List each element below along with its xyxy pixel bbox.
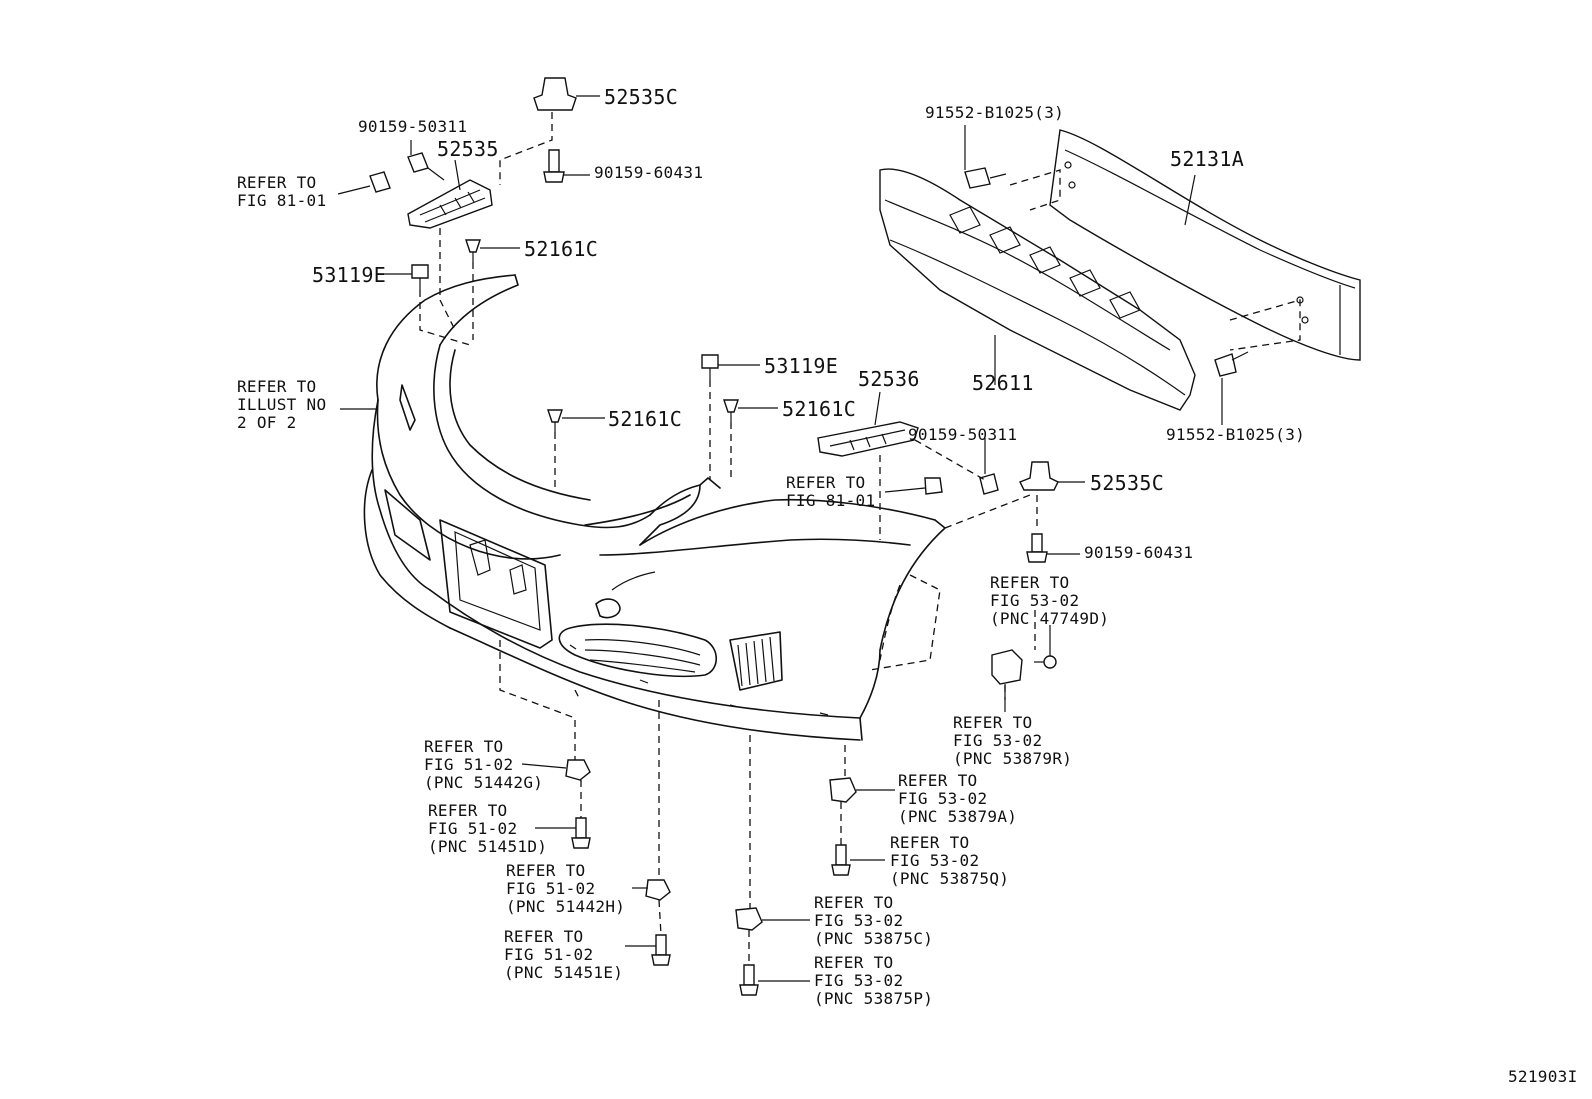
callout-52611: 52611 (972, 371, 1034, 395)
callout-refer-51451d: REFER TO FIG 51-02 (PNC 51451D) (428, 801, 548, 856)
callout-refer-53875q: REFER TO FIG 53-02 (PNC 53875Q) (890, 833, 1010, 888)
callout-90159-50311: 90159-50311 (358, 117, 468, 136)
callout-90159-60431: 90159-60431 (594, 163, 704, 182)
callout-refer-47749d: REFER TO FIG 53-02 (PNC 47749D) (990, 573, 1110, 628)
callout-53119e-center: 53119E (764, 354, 839, 378)
diagram-id: 521903I (1508, 1067, 1578, 1086)
callout-90159-50311-right: 90159-50311 (908, 425, 1018, 444)
callout-52161c-center: 52161C (608, 407, 683, 431)
callout-refer-53875p: REFER TO FIG 53-02 (PNC 53875P) (814, 953, 934, 1008)
callout-53119e: 53119E (312, 263, 387, 287)
callout-refer-fig-81-01: REFER TO FIG 81-01 (237, 173, 327, 210)
callout-52131a: 52131A (1170, 147, 1245, 171)
bracket-52536 (817, 421, 919, 457)
assembly-lines (419, 112, 1301, 965)
energy-absorber-52611 (879, 168, 1196, 411)
callout-refer-51442g: REFER TO FIG 51-02 (PNC 51442G) (424, 737, 544, 792)
callout-52535: 52535 (437, 137, 499, 161)
callout-refer-51442h: REFER TO FIG 51-02 (PNC 51442H) (506, 861, 626, 916)
callout-refer-51451e: REFER TO FIG 51-02 (PNC 51451E) (504, 927, 624, 982)
callout-52535c: 52535C (604, 85, 679, 109)
callout-52535c-right: 52535C (1090, 471, 1165, 495)
callout-91552-b1025-upper: 91552-B1025(3) (925, 103, 1065, 122)
bumper-cover (363, 274, 946, 741)
callout-refer-53879a: REFER TO FIG 53-02 (PNC 53879A) (898, 771, 1018, 826)
callout-90159-60431-right: 90159-60431 (1084, 543, 1194, 562)
callout-52536: 52536 (858, 367, 920, 391)
callout-refer-53879r: REFER TO FIG 53-02 (PNC 53879R) (953, 713, 1073, 768)
bracket-52535 (407, 179, 493, 229)
callout-refer-fig-81-01-right: REFER TO FIG 81-01 (786, 473, 876, 510)
callout-52161c-right: 52161C (782, 397, 857, 421)
callout-52161c: 52161C (524, 237, 599, 261)
callout-refer-illust: REFER TO ILLUST NO 2 OF 2 (237, 377, 327, 432)
fasteners (369, 77, 1249, 996)
callout-91552-b1025-lower: 91552-B1025(3) (1166, 425, 1306, 444)
callout-refer-53875c: REFER TO FIG 53-02 (PNC 53875C) (814, 893, 934, 948)
reinforcement-52131a (1049, 129, 1361, 361)
leader-lines (337, 95, 1223, 982)
